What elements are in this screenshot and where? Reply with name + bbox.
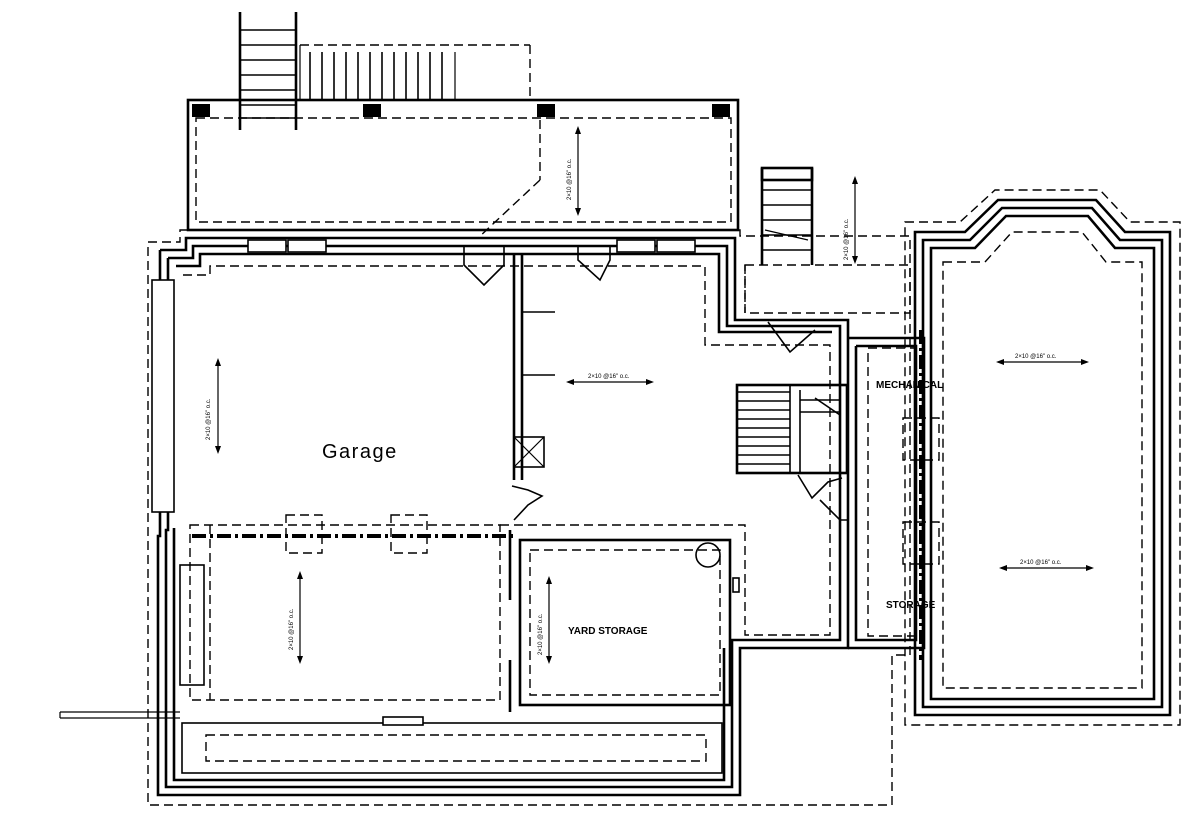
span-note: 2×10 @16" o.c. [844, 218, 850, 260]
yard-storage [508, 530, 740, 712]
garage-label: Garage [322, 441, 398, 463]
side-stair [744, 166, 911, 314]
storage-label: STORAGE [886, 600, 936, 611]
span-note: 2×10 @16" o.c. [289, 608, 295, 650]
bottom-channel [181, 716, 723, 774]
doors [463, 246, 848, 521]
left-windows [59, 279, 205, 719]
span-note: 2×10 @16" o.c. [567, 158, 573, 200]
joist-arrows [215, 126, 1094, 664]
span-note: 2×10 @16" o.c. [1020, 560, 1062, 566]
span-note: 2×10 @16" o.c. [588, 374, 630, 380]
span-note: 2×10 @16" o.c. [1015, 354, 1057, 360]
yard-storage-label: YARD STORAGE [568, 626, 648, 637]
garage [189, 254, 555, 701]
span-note: 2×10 @16" o.c. [538, 613, 544, 655]
east-wing [848, 189, 1181, 726]
front-deck [186, 44, 740, 239]
mechanical-label: MECHANICAL [876, 380, 943, 391]
interior-stair [735, 383, 849, 475]
span-notes: 2×10 @16" o.c. 2×10 @16" o.c. 2×10 @16" … [206, 158, 1062, 655]
span-note: 2×10 @16" o.c. [206, 398, 212, 440]
exterior-walls [147, 229, 911, 806]
top-windows [247, 239, 696, 253]
deck-stair [238, 12, 443, 130]
